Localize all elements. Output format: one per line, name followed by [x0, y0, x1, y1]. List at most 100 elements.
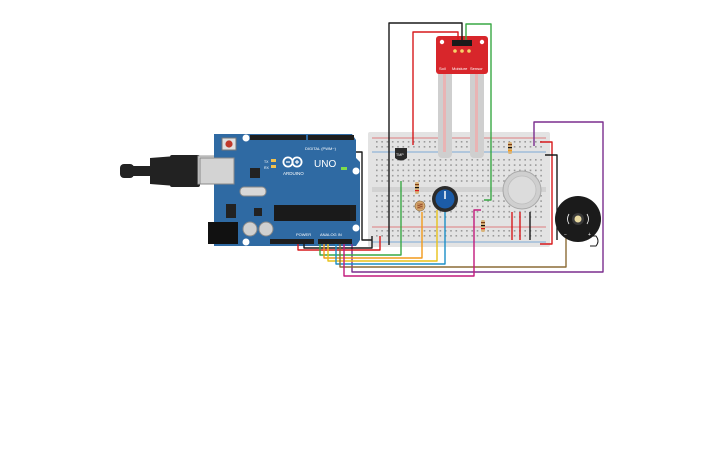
breadboard-hole[interactable]	[376, 141, 378, 143]
breadboard-hole[interactable]	[391, 174, 394, 177]
breadboard-hole[interactable]	[386, 216, 389, 218]
breadboard-hole[interactable]	[535, 235, 537, 237]
breadboard-hole[interactable]	[423, 230, 426, 232]
breadboard-hole[interactable]	[519, 169, 521, 172]
breadboard-hole[interactable]	[524, 216, 526, 218]
breadboard-hole[interactable]	[444, 230, 447, 232]
breadboard-hole[interactable]	[434, 210, 436, 213]
wire-blue[interactable]	[335, 212, 446, 265]
breadboard-hole[interactable]	[407, 141, 410, 143]
breadboard-hole[interactable]	[386, 230, 389, 232]
breadboard-hole[interactable]	[429, 230, 431, 232]
breadboard-hole[interactable]	[423, 216, 426, 218]
breadboard-hole[interactable]	[402, 169, 405, 172]
breadboard-hole[interactable]	[476, 195, 479, 197]
breadboard-hole[interactable]	[503, 169, 505, 172]
breadboard-hole[interactable]	[482, 195, 484, 197]
breadboard-hole[interactable]	[535, 210, 537, 213]
breadboard-hole[interactable]	[423, 195, 426, 197]
breadboard-hole[interactable]	[450, 230, 452, 232]
breadboard-hole[interactable]	[391, 230, 394, 232]
breadboard-hole[interactable]	[529, 169, 532, 172]
breadboard-hole[interactable]	[508, 230, 511, 232]
breadboard-hole[interactable]	[418, 180, 420, 182]
breadboard-hole[interactable]	[508, 164, 511, 166]
breadboard-hole[interactable]	[508, 159, 511, 161]
gas-sensor[interactable]	[502, 170, 542, 210]
breadboard-hole[interactable]	[503, 141, 505, 143]
breadboard-hole[interactable]	[434, 230, 436, 232]
breadboard-hole[interactable]	[497, 210, 500, 213]
temperature-sensor[interactable]: TMP	[395, 148, 407, 161]
wires[interactable]	[297, 22, 604, 277]
breadboard-hole[interactable]	[450, 180, 452, 182]
breadboard-hole[interactable]	[402, 195, 405, 197]
breadboard-hole[interactable]	[413, 216, 415, 218]
breadboard-hole[interactable]	[455, 235, 458, 237]
wire-orange[interactable]	[323, 212, 423, 259]
potentiometer[interactable]	[432, 186, 458, 212]
breadboard-hole[interactable]	[429, 216, 431, 218]
breadboard-hole[interactable]	[418, 159, 420, 161]
breadboard-hole[interactable]	[497, 200, 500, 202]
breadboard-hole[interactable]	[482, 216, 484, 218]
breadboard-hole[interactable]	[513, 164, 516, 166]
breadboard-hole[interactable]	[455, 164, 458, 166]
breadboard-hole[interactable]	[466, 174, 468, 177]
breadboard-hole[interactable]	[487, 205, 489, 208]
breadboard-hole[interactable]	[407, 230, 410, 232]
breadboard-hole[interactable]	[519, 164, 521, 166]
breadboard-hole[interactable]	[535, 174, 537, 177]
breadboard-hole[interactable]	[460, 200, 463, 202]
breadboard-hole[interactable]	[476, 174, 479, 177]
breadboard-hole[interactable]	[381, 230, 383, 232]
breadboard-hole[interactable]	[497, 216, 500, 218]
photoresistor[interactable]	[414, 200, 426, 212]
breadboard-hole[interactable]	[513, 210, 516, 213]
breadboard-hole[interactable]	[540, 195, 542, 197]
breadboard-hole[interactable]	[519, 141, 521, 143]
breadboard-hole[interactable]	[497, 159, 500, 161]
breadboard-hole[interactable]	[535, 169, 537, 172]
breadboard-hole[interactable]	[434, 169, 436, 172]
breadboard-hole[interactable]	[413, 180, 415, 182]
breadboard-hole[interactable]	[540, 146, 542, 148]
breadboard-hole[interactable]	[397, 210, 399, 213]
breadboard-hole[interactable]	[497, 205, 500, 208]
breadboard-hole[interactable]	[444, 169, 447, 172]
breadboard-hole[interactable]	[460, 174, 463, 177]
breadboard-hole[interactable]	[402, 210, 405, 213]
breadboard-hole[interactable]	[466, 164, 468, 166]
breadboard-hole[interactable]	[476, 210, 479, 213]
breadboard-hole[interactable]	[471, 195, 473, 197]
breadboard-hole[interactable]	[423, 180, 426, 182]
breadboard-hole[interactable]	[376, 159, 378, 161]
breadboard-hole[interactable]	[397, 174, 399, 177]
breadboard-hole[interactable]	[482, 200, 484, 202]
breadboard-hole[interactable]	[376, 169, 378, 172]
breadboard-hole[interactable]	[492, 235, 495, 237]
breadboard-hole[interactable]	[381, 146, 383, 148]
breadboard-hole[interactable]	[418, 210, 420, 213]
breadboard-hole[interactable]	[397, 205, 399, 208]
header-analog[interactable]	[318, 239, 352, 244]
arduino-uno-board[interactable]: UNO ARDUINO DIGITAL (PWM~) POWER ANALOG …	[199, 134, 360, 246]
breadboard-hole[interactable]	[444, 216, 447, 218]
breadboard-hole[interactable]	[487, 174, 489, 177]
breadboard-hole[interactable]	[455, 146, 458, 148]
breadboard-hole[interactable]	[492, 200, 495, 202]
breadboard-hole[interactable]	[466, 141, 468, 143]
wire-yellow[interactable]	[327, 210, 438, 262]
breadboard-hole[interactable]	[376, 230, 378, 232]
breadboard-hole[interactable]	[503, 164, 505, 166]
breadboard-hole[interactable]	[487, 195, 489, 197]
breadboard-hole[interactable]	[376, 195, 378, 197]
breadboard-hole[interactable]	[429, 210, 431, 213]
breadboard-hole[interactable]	[460, 146, 463, 148]
breadboard-hole[interactable]	[397, 200, 399, 202]
breadboard-hole[interactable]	[381, 174, 383, 177]
breadboard-hole[interactable]	[503, 230, 505, 232]
breadboard-hole[interactable]	[513, 169, 516, 172]
breadboard-hole[interactable]	[540, 164, 542, 166]
breadboard-hole[interactable]	[376, 200, 378, 202]
